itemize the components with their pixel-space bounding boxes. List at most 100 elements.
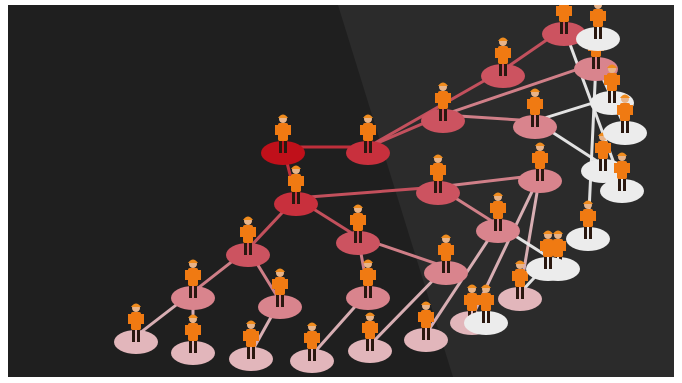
network-node <box>171 259 215 310</box>
worker-figure <box>350 204 366 243</box>
worker-arm <box>304 333 307 343</box>
worker-figure <box>604 64 620 103</box>
worker-leg <box>281 293 284 307</box>
network-node <box>481 37 525 88</box>
worker-figure <box>304 322 320 361</box>
worker-arm <box>590 11 593 21</box>
worker-arm <box>430 165 433 175</box>
worker-body <box>530 97 540 115</box>
worker-arm <box>604 75 607 85</box>
worker-leg <box>439 107 442 121</box>
worker-leg <box>279 139 282 153</box>
worker-figure <box>360 259 376 298</box>
worker-figure <box>128 303 144 342</box>
worker-body <box>620 103 630 121</box>
worker-figure <box>512 260 528 299</box>
worker-arm <box>503 203 506 213</box>
network-node <box>498 260 542 311</box>
worker-leg <box>194 339 197 353</box>
node-platform <box>171 286 215 310</box>
network-node <box>566 200 610 251</box>
worker-body <box>363 123 373 141</box>
worker-arm <box>285 279 288 289</box>
worker-leg <box>247 345 250 359</box>
worker-arm <box>360 270 363 280</box>
worker-arm <box>603 11 606 21</box>
worker-leg <box>252 345 255 359</box>
worker-body <box>421 310 431 328</box>
worker-leg <box>359 229 362 243</box>
worker-arm <box>512 271 515 281</box>
worker-figure <box>595 132 611 171</box>
worker-arm <box>508 48 511 58</box>
worker-arm <box>627 163 630 173</box>
node-platform <box>290 349 334 373</box>
worker-arm <box>593 211 596 221</box>
worker-body <box>441 243 451 261</box>
worker-arm <box>443 165 446 175</box>
worker-arm <box>608 143 611 153</box>
worker-figure <box>360 114 376 153</box>
worker-arm <box>256 331 259 341</box>
worker-arm <box>373 125 376 135</box>
worker-body <box>593 9 603 27</box>
node-platform <box>498 287 542 311</box>
worker-arm <box>288 176 291 186</box>
worker-leg <box>604 157 607 171</box>
worker-figure <box>580 200 596 239</box>
worker-body <box>188 323 198 341</box>
worker-figure <box>590 5 606 39</box>
worker-leg <box>589 225 592 239</box>
node-platform <box>576 27 620 51</box>
worker-helmet <box>438 82 448 86</box>
worker-helmet <box>535 142 545 146</box>
worker-body <box>278 123 288 141</box>
worker-leg <box>499 217 502 231</box>
worker-leg <box>618 177 621 191</box>
worker-arm <box>198 325 201 335</box>
network-node <box>114 303 158 354</box>
node-platform <box>600 179 644 203</box>
worker-arm <box>553 241 556 251</box>
worker-figure <box>240 216 256 255</box>
worker-body <box>498 46 508 64</box>
worker-leg <box>313 347 316 361</box>
worker-arm <box>525 271 528 281</box>
node-platform <box>481 64 525 88</box>
worker-arm <box>198 270 201 280</box>
worker-helmet <box>421 301 431 305</box>
worker-body <box>291 174 301 192</box>
network-scene <box>8 5 674 377</box>
network-node <box>600 152 644 203</box>
worker-arm <box>464 295 467 305</box>
worker-body <box>438 91 448 109</box>
worker-leg <box>249 241 252 255</box>
worker-arm <box>435 93 438 103</box>
worker-leg <box>521 285 524 299</box>
worker-helmet <box>188 259 198 263</box>
worker-leg <box>276 293 279 307</box>
network-node <box>513 88 557 139</box>
worker-leg <box>371 337 374 351</box>
worker-leg <box>613 89 616 103</box>
worker-arm <box>243 331 246 341</box>
network-node <box>526 230 570 281</box>
worker-arm <box>569 6 572 16</box>
node-platform <box>421 109 465 133</box>
worker-arm <box>185 325 188 335</box>
worker-figure <box>490 192 506 231</box>
worker-arm <box>545 153 548 163</box>
worker-leg <box>284 139 287 153</box>
worker-leg <box>189 284 192 298</box>
worker-leg <box>487 309 490 323</box>
worker-helmet <box>607 64 617 68</box>
node-platform <box>416 181 460 205</box>
worker-figure <box>272 268 288 307</box>
worker-arm <box>617 105 620 115</box>
worker-figure <box>438 234 454 273</box>
worker-leg <box>292 190 295 204</box>
worker-leg <box>364 284 367 298</box>
worker-leg <box>549 255 552 269</box>
worker-body <box>535 151 545 169</box>
worker-arm <box>128 314 131 324</box>
